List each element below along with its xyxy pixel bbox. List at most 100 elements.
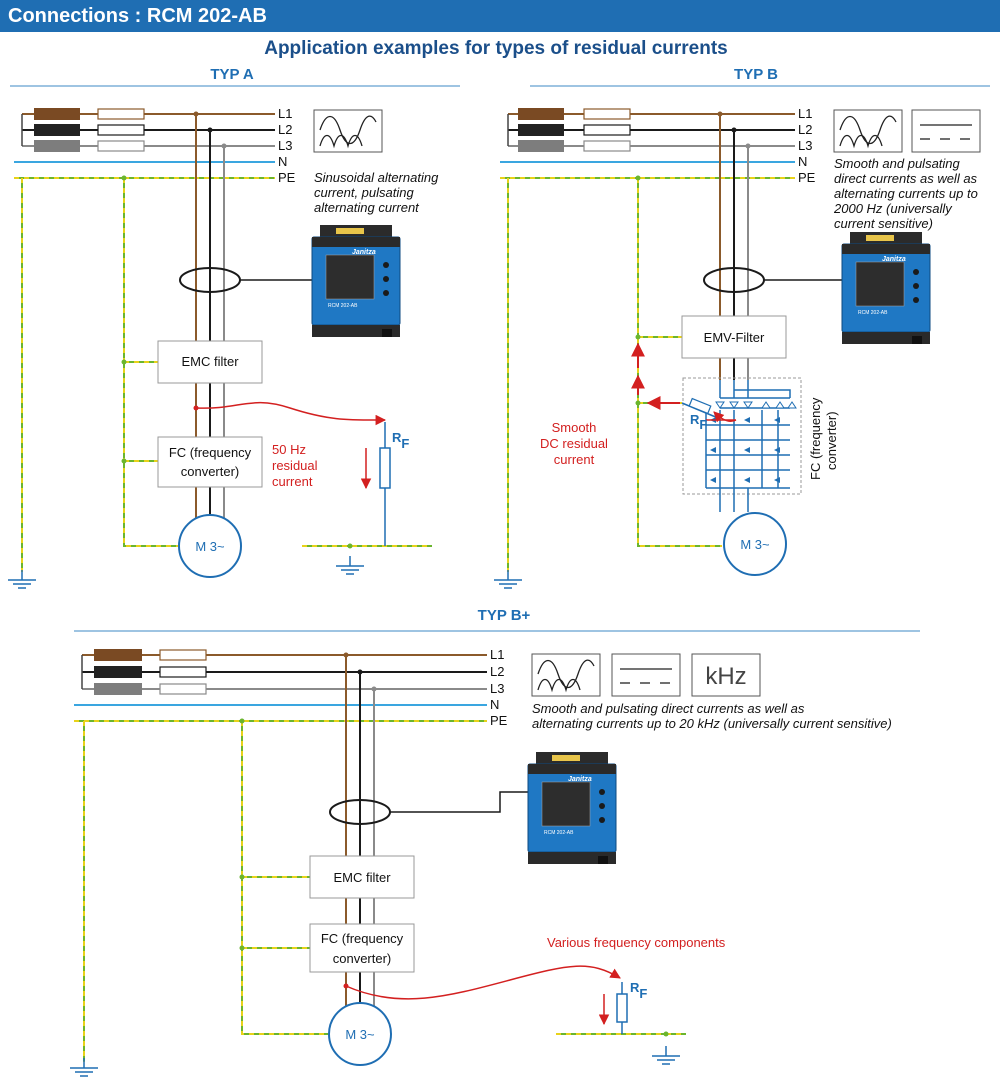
typ-a-residual-2: residual	[272, 458, 318, 473]
typ-bplus-junction-l3	[371, 686, 377, 692]
typ-bplus-label-l3: L3	[490, 681, 504, 696]
typ-a-rf-resistor	[379, 447, 391, 489]
typ-bplus-residual-source	[343, 983, 349, 989]
typ-a-pe-junction-rf	[347, 543, 353, 549]
typ-a-label-pe: PE	[278, 170, 296, 185]
typ-b-residual-2: DC residual	[540, 436, 608, 451]
main-title: Application examples for types of residu…	[264, 38, 728, 59]
typ-bplus-pe-junction-emc	[239, 874, 245, 880]
typ-b-rcm-device: Janitza RCM 202-AB	[841, 231, 931, 345]
typ-a-heading: TYP A	[210, 66, 254, 83]
typ-bplus-fuse-l3	[94, 683, 142, 695]
typ-bplus-breaker-l3	[159, 683, 207, 695]
typ-a-residual-3: current	[272, 474, 313, 489]
typ-b-fc-vertical-2: converter)	[824, 411, 839, 470]
typ-b-fc-vertical-1: FC (frequency	[808, 397, 823, 480]
typ-bplus-heading: TYP B+	[478, 607, 531, 624]
typ-a-motor	[178, 514, 242, 578]
typ-b-fuse-l3	[518, 140, 564, 152]
typ-a-emc-filter-label: EMC filter	[181, 354, 239, 369]
typ-b-device-model: RCM 202-AB	[858, 310, 888, 316]
typ-bplus-fc-box	[309, 923, 415, 973]
typ-a-motor-label: M 3~	[195, 539, 225, 554]
typ-b-junction-l2	[731, 127, 737, 133]
typ-a-fc-box	[157, 436, 263, 488]
typ-bplus-sine-icon	[531, 653, 601, 697]
typ-b-emv-filter-box	[681, 315, 787, 359]
typ-bplus-panel: TYP B+ L1 L2 L3 N PE	[69, 607, 920, 1077]
typ-a-device-model: RCM 202-AB	[328, 303, 358, 309]
typ-b-desc-line-2: direct currents as well as	[834, 171, 978, 186]
typ-a-ground-icon-rf	[335, 555, 365, 575]
typ-a-pe-junction-emc	[121, 359, 127, 365]
typ-b-rf-label: RF	[690, 412, 707, 432]
typ-b-fuse-l1	[518, 108, 564, 120]
typ-a-rf-label: RF	[392, 430, 409, 451]
typ-a-desc-line-3: alternating current	[314, 200, 420, 215]
typ-bplus-label-l2: L2	[490, 664, 504, 679]
typ-bplus-ground-icon-rf	[651, 1045, 681, 1065]
typ-b-junction-l3	[745, 143, 751, 149]
typ-a-label-l3: L3	[278, 138, 292, 153]
typ-b-panel: TYP B L1 L2 L3 N PE	[493, 66, 990, 589]
typ-b-label-n: N	[798, 154, 807, 169]
typ-a-pe-junction-fc	[121, 458, 127, 464]
typ-b-ground-icon	[493, 569, 523, 589]
typ-b-heading: TYP B	[734, 66, 778, 83]
typ-a-label-n: N	[278, 154, 287, 169]
typ-bplus-fc-label-1: FC (frequency	[321, 931, 404, 946]
typ-bplus-fuse-l2	[94, 666, 142, 678]
typ-b-breaker-l1	[583, 108, 631, 120]
typ-a-emc-filter-box	[157, 340, 263, 384]
typ-b-desc-line-1: Smooth and pulsating	[834, 156, 961, 171]
typ-a-label-l1: L1	[278, 106, 292, 121]
typ-bplus-emc-filter-box	[309, 855, 415, 899]
typ-b-label-pe: PE	[798, 170, 816, 185]
typ-bplus-device-brand: Janitza	[568, 776, 592, 783]
typ-a-residual-path	[195, 401, 387, 426]
typ-b-device-brand: Janitza	[882, 256, 906, 263]
typ-a-sine-icon	[313, 109, 383, 153]
typ-b-breaker-l3	[583, 140, 631, 152]
typ-b-label-l1: L1	[798, 106, 812, 121]
typ-a-fuse-l3	[34, 140, 80, 152]
typ-a-panel: TYP A L1 L2 L3 N PE	[7, 66, 460, 589]
typ-b-breaker-l2	[583, 124, 631, 136]
typ-bplus-rf-label: RF	[630, 980, 647, 1001]
typ-bplus-khz-label: kHz	[705, 663, 746, 690]
header-bar: Connections : RCM 202-AB	[0, 0, 1000, 32]
typ-bplus-label-n: N	[490, 697, 499, 712]
typ-bplus-label-pe: PE	[490, 713, 508, 728]
typ-b-sine-icon	[833, 109, 903, 153]
typ-b-pe-junction	[635, 175, 641, 181]
typ-b-desc-line-4: 2000 Hz (universally	[833, 201, 953, 216]
typ-bplus-rcm-device: Janitza RCM 202-AB	[527, 751, 617, 865]
typ-a-fuse-l1	[34, 108, 80, 120]
typ-b-fuse-l2	[518, 124, 564, 136]
typ-bplus-emc-filter-label: EMC filter	[333, 870, 391, 885]
typ-a-desc-line-2: current, pulsating	[314, 185, 414, 200]
typ-b-motor	[723, 512, 787, 576]
typ-bplus-pe-junction-fc	[239, 945, 245, 951]
typ-a-pe-junction	[121, 175, 127, 181]
typ-bplus-desc-line-1: Smooth and pulsating direct currents as …	[532, 701, 805, 716]
typ-bplus-pe-junction	[239, 718, 245, 724]
typ-a-junction-l3	[221, 143, 227, 149]
typ-bplus-junction-l2	[357, 669, 363, 675]
typ-bplus-desc-line-2: alternating currents up to 20 kHz (unive…	[532, 716, 892, 731]
typ-bplus-breaker-l2	[159, 666, 207, 678]
typ-bplus-rf-resistor	[616, 993, 628, 1023]
typ-bplus-residual-path	[345, 965, 621, 1000]
typ-b-rf-resistor	[688, 397, 712, 415]
typ-a-breaker-l1	[97, 108, 145, 120]
typ-b-pe-network	[507, 178, 722, 572]
typ-bplus-ct-cable	[390, 791, 528, 813]
typ-b-desc-line-3: alternating currents up to	[834, 186, 978, 201]
typ-b-emv-filter-label: EMV-Filter	[704, 330, 765, 345]
typ-a-breaker-l3	[97, 140, 145, 152]
typ-a-pe-network	[21, 178, 432, 572]
typ-bplus-label-l1: L1	[490, 647, 504, 662]
typ-bplus-pe-junction-rf	[663, 1031, 669, 1037]
typ-bplus-ground-icon	[69, 1057, 99, 1077]
typ-bplus-pe-network	[83, 721, 686, 1062]
